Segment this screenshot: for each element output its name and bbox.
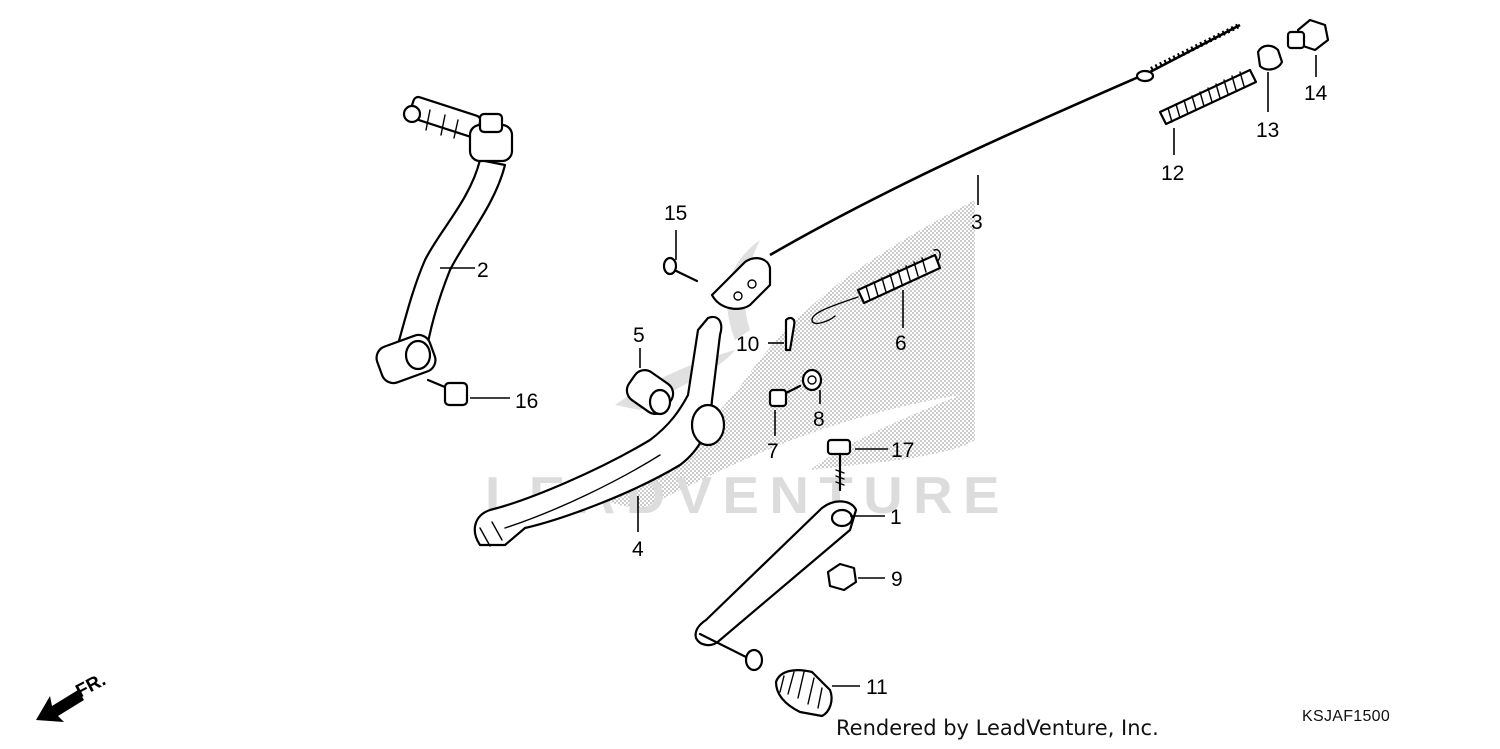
- part-3-cable: [710, 23, 1241, 310]
- part-6-spring: [811, 248, 942, 325]
- callout-14: 14: [1304, 82, 1328, 105]
- callout-7: 7: [767, 440, 779, 463]
- callout-1: 1: [890, 506, 902, 529]
- callout-2: 2: [477, 259, 489, 282]
- callout-10: 10: [736, 333, 759, 356]
- callout-labels: 1 2 3 4 5 6 7 8 9 10 11 12 13 14 15 16 1…: [477, 82, 1328, 699]
- part-14-nut: [1286, 18, 1330, 52]
- callout-13: 13: [1256, 119, 1279, 142]
- render-credit: Rendered by LeadVenture, Inc.: [836, 716, 1159, 740]
- callout-6: 6: [895, 332, 907, 355]
- callout-17: 17: [891, 439, 914, 462]
- part-4-pedal: [473, 315, 726, 547]
- leader-lines: [440, 55, 1317, 687]
- part-9-nut: [826, 562, 858, 592]
- part-15-pin: [662, 256, 699, 283]
- part-13-cap: [1256, 44, 1284, 71]
- callout-12: 12: [1161, 162, 1184, 185]
- part-17-bolt: [826, 438, 852, 492]
- front-direction-arrow-icon: FR.: [36, 670, 109, 722]
- part-11-rubber: [774, 669, 833, 718]
- part-12-spring: [1158, 68, 1258, 126]
- callout-8: 8: [813, 408, 825, 431]
- part-2-kick-arm: [375, 95, 514, 385]
- callout-5: 5: [633, 324, 645, 347]
- diagram-code: KSJAF1500: [1302, 708, 1391, 725]
- part-1-stand-arm: [694, 500, 858, 672]
- part-10-cotter-pin: [784, 316, 796, 352]
- callout-9: 9: [891, 568, 903, 591]
- callout-15: 15: [664, 202, 687, 225]
- part-8-washer: [801, 368, 823, 392]
- callout-3: 3: [971, 211, 983, 234]
- callout-16: 16: [515, 390, 538, 413]
- part-16-bolt: [426, 378, 469, 407]
- callout-11: 11: [866, 676, 888, 699]
- part-5-collar: [625, 369, 675, 416]
- part-7-bolt: [768, 384, 802, 408]
- callout-4: 4: [632, 538, 644, 561]
